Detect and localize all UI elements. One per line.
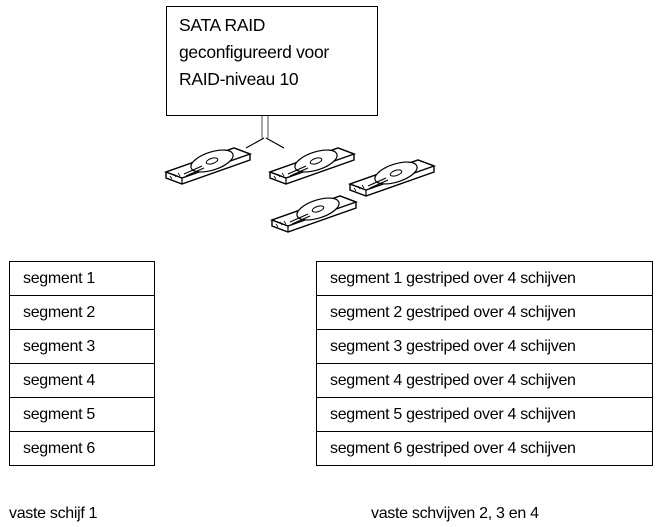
striped-segment-cell: segment 6 gestriped over 4 schijven xyxy=(316,431,653,466)
hard-drive-icon xyxy=(165,144,251,185)
table-row: segment 5 gestriped over 4 schijven xyxy=(316,397,653,432)
segment-cell: segment 1 xyxy=(9,261,155,296)
striped-segment-cell: segment 2 gestriped over 4 schijven xyxy=(316,295,653,330)
table-row: segment 6 gestriped over 4 schijven xyxy=(316,431,653,466)
raid-controller-box: SATA RAID geconfigureerd voor RAID-nivea… xyxy=(166,6,378,116)
controller-line-2: geconfigureerd voor xyxy=(179,42,329,62)
drive-1-segment-table: segment 1 segment 2 segment 3 segment 4 … xyxy=(9,261,155,466)
segment-cell: segment 2 xyxy=(9,295,155,330)
segment-cell: segment 5 xyxy=(9,397,155,432)
table-row: segment 5 xyxy=(9,397,155,432)
segment-cell: segment 3 xyxy=(9,329,155,364)
controller-line-3: RAID-niveau 10 xyxy=(179,69,299,89)
striped-segment-cell: segment 4 gestriped over 4 schijven xyxy=(316,363,653,398)
striped-segment-cell: segment 1 gestriped over 4 schijven xyxy=(316,261,653,296)
table-row: segment 3 gestriped over 4 schijven xyxy=(316,329,653,364)
hard-drive-icon xyxy=(269,144,355,185)
drive-1-caption: vaste schijf 1 xyxy=(9,505,98,522)
striped-segment-cell: segment 3 gestriped over 4 schijven xyxy=(316,329,653,364)
segment-cell: segment 4 xyxy=(9,363,155,398)
table-row: segment 4 xyxy=(9,363,155,398)
table-row: segment 2 gestriped over 4 schijven xyxy=(316,295,653,330)
controller-line-1: SATA RAID xyxy=(179,15,266,35)
table-row: segment 6 xyxy=(9,431,155,466)
table-row: segment 1 xyxy=(9,261,155,296)
table-row: segment 1 gestriped over 4 schijven xyxy=(316,261,653,296)
drives-2-3-4-caption: vaste schvijven 2, 3 en 4 xyxy=(371,505,539,522)
hard-drive-icon xyxy=(271,192,357,233)
table-row: segment 3 xyxy=(9,329,155,364)
striped-segment-cell: segment 5 gestriped over 4 schijven xyxy=(316,397,653,432)
controller-connectors xyxy=(245,116,285,149)
table-row: segment 2 xyxy=(9,295,155,330)
segment-cell: segment 6 xyxy=(9,431,155,466)
hard-drive-icon xyxy=(349,156,435,197)
table-row: segment 4 gestriped over 4 schijven xyxy=(316,363,653,398)
striped-segment-table: segment 1 gestriped over 4 schijven segm… xyxy=(316,261,653,466)
